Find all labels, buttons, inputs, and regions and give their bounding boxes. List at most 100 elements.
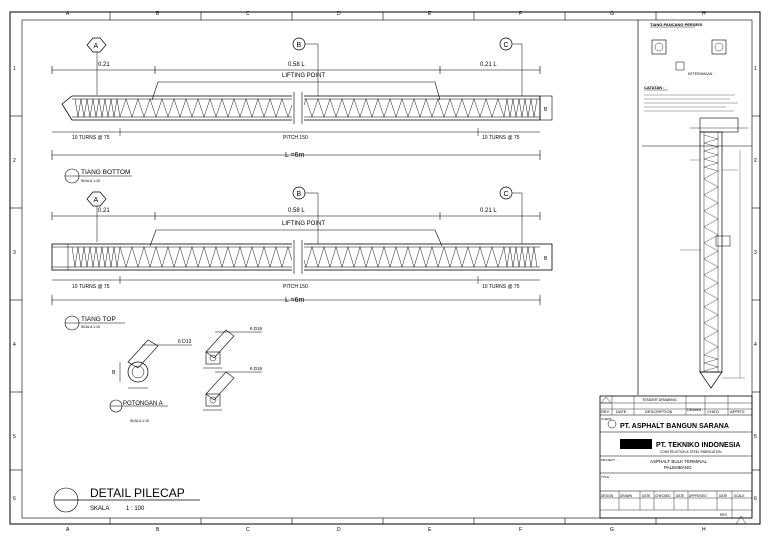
- grid-row-label: 5: [754, 434, 757, 440]
- section-marker-a: A: [86, 37, 107, 95]
- grid-col-label: H: [702, 527, 706, 533]
- grid-row-label: 4: [754, 342, 757, 348]
- lifting-point-label: LIFTING POINT: [282, 73, 325, 79]
- section-marker-label: A: [94, 197, 99, 204]
- view-scale: SKALA 1:15: [81, 325, 100, 329]
- grid-col-label: B: [156, 527, 160, 533]
- grid-row-label: 4: [13, 342, 16, 348]
- section-details: 6 D13 B 6 D16 6 D16 POTONGAN: [109, 326, 263, 423]
- project-line1: ASPHALT BULK TERMINAL: [650, 459, 708, 464]
- grid-col-label: D: [337, 11, 341, 17]
- date-col-header: DATE: [719, 494, 727, 498]
- view-scale: SKALA 1:15: [81, 179, 100, 183]
- title-label: TITLE :: [601, 475, 611, 479]
- spiral-reinforcement: [71, 246, 538, 268]
- end-label: B: [544, 256, 548, 262]
- client-label: CLIENT :: [601, 417, 613, 421]
- pile-bottom-elevation: A B C 0.21 0.58 L 0.21 L LIFTING POINT: [51, 37, 553, 184]
- title-block: [599, 395, 753, 525]
- section-marker-label: A: [94, 43, 99, 50]
- bar-label: 6 D13: [178, 339, 192, 345]
- grid-col-label: A: [66, 527, 70, 533]
- grid-ticks: [10, 12, 760, 524]
- pitch-label: PITCH 150: [283, 135, 308, 141]
- length-label: L =6m: [285, 297, 305, 304]
- section-a-drawing: 6 D13 B: [112, 339, 192, 389]
- grid-col-label: G: [610, 11, 614, 17]
- grid-row-label: 6: [754, 496, 757, 502]
- sheet-border: [9, 11, 761, 525]
- section-scale: SKALA 1:15: [130, 419, 149, 423]
- grid-col-label: H: [702, 11, 706, 17]
- scale-value: 1 : 100: [126, 506, 145, 512]
- project-label: PROJECT :: [601, 458, 617, 462]
- dim-left: 0.21: [98, 62, 110, 68]
- pitch-label: PITCH 150: [283, 284, 308, 290]
- bar-label: 6 D16: [250, 366, 263, 371]
- drawing-title-block: DETAIL PILECAP SKALA 1 : 100: [53, 486, 200, 513]
- view-title: TIANG BOTTOM: [81, 169, 130, 176]
- turns-left: 10 TURNS @ 75: [72, 284, 110, 290]
- drawing-title: DETAIL PILECAP: [90, 486, 185, 500]
- notes-label: CATATAN :: [644, 85, 665, 90]
- grid-col-label: E: [428, 527, 432, 533]
- grid-col-label: E: [428, 11, 432, 17]
- section-b-drawing: 6 D16: [203, 326, 263, 369]
- dim-mid: 0.58 L: [288, 208, 305, 214]
- grid-col-label: A: [66, 11, 70, 17]
- legend-label: KETERANGAN :: [688, 72, 714, 76]
- length-label: L =6m: [285, 152, 305, 159]
- title-block-text: TENDER DRAWING REV DATE DESCRIPTION DRAW…: [601, 398, 745, 517]
- vertical-pile: [699, 131, 723, 373]
- grid-col-label: C: [246, 527, 250, 533]
- bar-label: 6 D16: [250, 326, 263, 331]
- turns-left: 10 TURNS @ 75: [72, 135, 110, 141]
- scale-label: SKALA: [90, 506, 109, 512]
- dim-left: 0.21: [98, 208, 110, 214]
- client-name: PT. ASPHALT BANGUN SARANA: [620, 423, 729, 430]
- dim-b-label: B: [112, 370, 116, 376]
- section-title: POTONGAN A: [123, 401, 163, 407]
- grid-col-label: B: [156, 11, 160, 17]
- grid-col-label: D: [337, 527, 341, 533]
- section-marker-b: B: [292, 37, 319, 96]
- approved-header: APPR'D: [730, 409, 745, 414]
- scale-col-header: SCALE: [734, 494, 744, 498]
- side-panel-heading: TIANG PANCANG PERSEGI: [650, 22, 702, 27]
- dim-mid: 0.58 L: [288, 62, 305, 68]
- grid-row-label: 3: [13, 250, 16, 256]
- section-c-drawing: 6 D16: [203, 366, 263, 411]
- description-header: DESCRIPTION: [645, 409, 672, 414]
- grid-col-label: C: [246, 11, 250, 17]
- date-col-header: DATE: [642, 494, 650, 498]
- rev-label: REV: [720, 513, 728, 517]
- side-panel: TIANG PANCANG PERSEGI KETERANGAN : CATAT…: [637, 20, 752, 395]
- grid-col-label: F: [519, 11, 522, 17]
- section-marker-label: B: [297, 191, 302, 198]
- rev-header: REV: [601, 409, 610, 414]
- project-line2: PALEMBANG: [664, 465, 692, 470]
- dim-right: 0.21 L: [480, 62, 497, 68]
- end-label: B: [544, 107, 548, 113]
- tender-drawing-label: TENDER DRAWING: [642, 398, 677, 402]
- contractor-subtitle: CONSTRUCTION & STEEL FABRICATION: [660, 450, 722, 454]
- grid-row-label: 1: [13, 66, 16, 72]
- drawn-header: DRAWN: [687, 408, 701, 412]
- grid-column-labels: A B C D E F G H A B C D E F G H: [66, 11, 706, 533]
- section-marker-label: C: [504, 42, 509, 49]
- grid-row-label: 5: [13, 434, 16, 440]
- design-header: DESIGN: [601, 494, 614, 498]
- grid-col-label: G: [610, 527, 614, 533]
- approved-col-header: APPROVED: [689, 494, 707, 498]
- turns-right: 10 TURNS @ 75: [482, 135, 520, 141]
- section-marker-a: A: [86, 191, 107, 242]
- drawn-col-header: DRAWN: [620, 494, 633, 498]
- pile-top-elevation: A B C 0.21 0.58 L 0.21 L LIFTING POINT: [51, 186, 553, 331]
- spiral-reinforcement: [74, 98, 538, 118]
- checked-header: CHK'D: [707, 409, 719, 414]
- section-marker-c: C: [499, 37, 523, 96]
- grid-row-label: 3: [754, 250, 757, 256]
- checked-col-header: CHECKED: [655, 494, 671, 498]
- grid-row-label: 1: [754, 66, 757, 72]
